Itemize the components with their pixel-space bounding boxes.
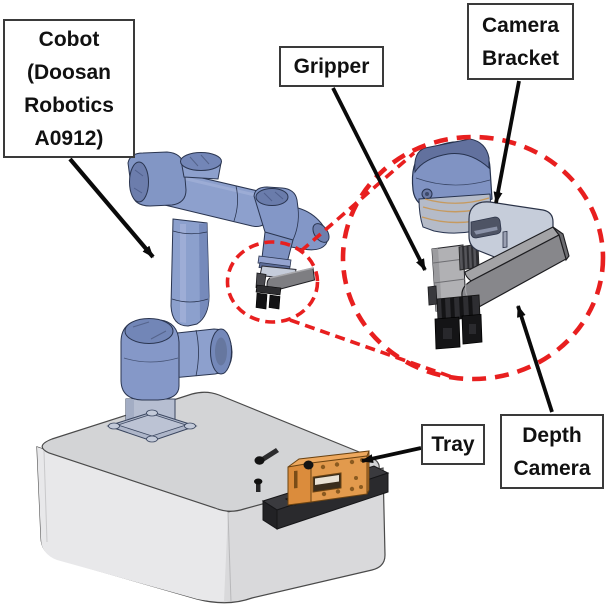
cobot-leader-arrow [68,157,155,259]
zoom-annotation [225,134,606,382]
zoom-gripper [427,243,480,312]
gripper-leader-arrow [331,87,427,271]
zoomed-end-effector [411,138,570,350]
camera-bracket-label-line: Camera [481,13,560,37]
camera-bracket-label-line: Bracket [481,46,560,70]
depth-camera-leader-arrow [516,305,554,413]
cobot-label-line: A0912) [34,126,104,150]
zoom-connector-top [299,151,416,253]
tray-fixture [287,450,370,506]
cobot-top-arm [127,151,330,272]
depth-camera-label-line: Camera [513,456,591,480]
zoom-connector-bottom [289,318,453,379]
gripper-label-line: Gripper [293,54,370,78]
fixture-knob [303,460,314,470]
cobot-base [106,398,198,443]
cobot-label: Cobot (Doosan Robotics A0912) [3,19,135,158]
depth-camera-label: Depth Camera [500,414,604,489]
fixture-holes [320,458,364,497]
leader-arrows [68,80,554,464]
cobot-label-line: Cobot [38,27,100,51]
tray-label-line: Tray [431,432,475,456]
cobot-shoulder-joint [120,318,233,401]
depth-camera-label-line: Depth [522,423,582,447]
zoom-circle-large [340,134,606,382]
zoom-wrist [411,138,493,210]
bolt-icon [254,478,263,492]
zoom-circle-small [225,240,320,324]
cobot-end-effector [255,265,316,310]
bolt-icon [254,448,279,465]
cobot-label-line: (Doosan [27,60,111,84]
gripper-label: Gripper [279,46,384,87]
cobot-illustration [106,151,330,443]
camera-bracket-leader-arrow [493,80,521,204]
tray-leader-arrow [361,446,422,464]
tray-label: Tray [421,424,485,465]
camera-bracket-label: Camera Bracket [467,3,574,80]
cobot-upper-arm-link [170,218,210,327]
cobot-label-line: Robotics [24,93,114,117]
zoom-gripper-fingers [434,294,483,350]
